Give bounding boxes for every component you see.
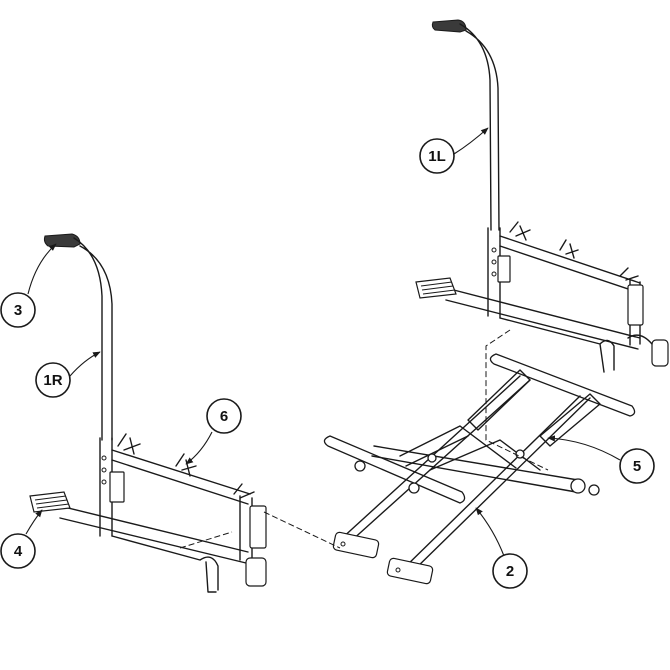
callout-label-2: 2 — [506, 563, 514, 580]
right-frame-push-handle — [73, 237, 113, 441]
cross-brace-assembly — [323, 353, 636, 585]
front-seat-tube — [323, 435, 466, 504]
left-frame-push-handle — [459, 23, 500, 231]
callout-label-6: 6 — [220, 408, 228, 425]
cross-brace-bottom-clamp — [332, 531, 380, 559]
callout-1L: 1L — [419, 127, 489, 174]
left-frame-handle-grip — [431, 19, 467, 33]
assembly-guide-lines — [179, 329, 549, 549]
callout-label-3: 3 — [14, 302, 22, 319]
right-side-frame — [29, 233, 267, 593]
callout-3: 3 — [0, 243, 57, 328]
callout-1R: 1R — [35, 351, 101, 398]
callout-4: 4 — [0, 509, 43, 569]
callout-label-4: 4 — [14, 543, 23, 560]
callout-6: 6 — [185, 398, 242, 465]
callout-label-5: 5 — [633, 458, 641, 475]
callout-2: 2 — [475, 507, 528, 589]
rear-seat-tube — [489, 353, 636, 417]
callout-5: 5 — [547, 435, 655, 484]
callout-label-1R: 1R — [43, 372, 62, 389]
right-frame-handle-grip — [43, 233, 81, 248]
callout-label-1L: 1L — [428, 148, 446, 165]
right-frame-wing-clamp — [175, 453, 197, 477]
left-side-frame — [415, 19, 669, 373]
